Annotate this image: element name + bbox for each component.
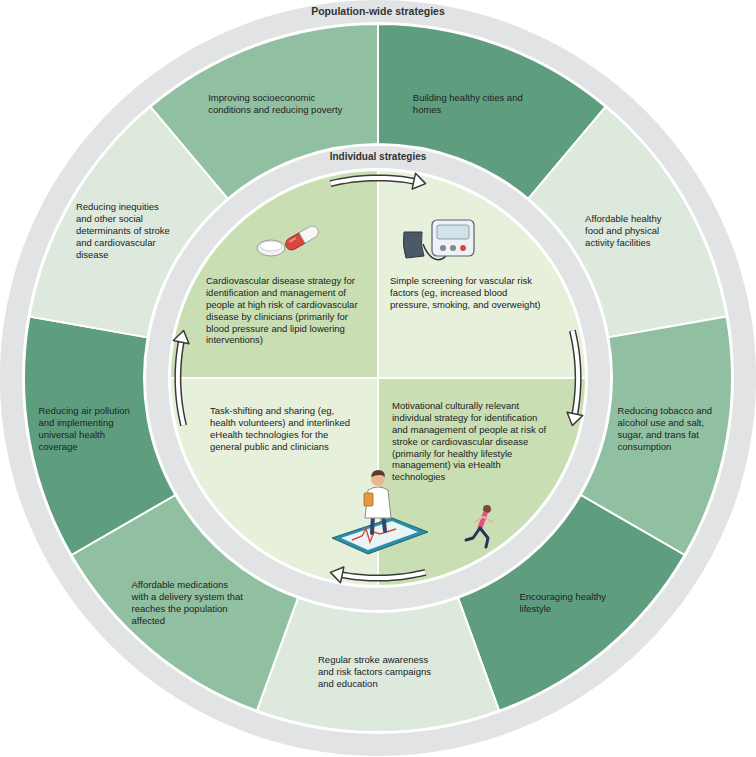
pill-icon — [257, 224, 321, 256]
text-holder: Affordable medications with a delivery s… — [132, 579, 247, 627]
ring-heading: Population-wide strategies — [228, 5, 528, 18]
segment-text: Reducing air pollution and implementing … — [38, 405, 138, 453]
individual-strategy-quadrant: Task-shifting and sharing (eg, health vo… — [170, 378, 378, 586]
text-holder: Regular stroke awareness and risk factor… — [318, 654, 438, 690]
text-holder: Cardiovascular disease strategy for iden… — [206, 275, 368, 346]
arrow-head — [330, 567, 343, 583]
arrow-body — [330, 178, 413, 184]
individual-strategy-quadrant: Cardiovascular disease strategy for iden… — [170, 170, 378, 378]
runner-figure — [466, 505, 492, 547]
quadrant-text: Motivational culturally relevant individ… — [392, 400, 552, 483]
arrow-outline — [572, 330, 578, 413]
segment-text: Reducing inequities and other social det… — [76, 201, 171, 260]
segment-text: Regular stroke awareness and risk factor… — [318, 654, 438, 690]
segment-text: Affordable medications with a delivery s… — [132, 579, 247, 627]
text-holder: Reducing tobacco and alcohol use and sal… — [618, 405, 718, 453]
individual-strategy-quadrant-outline — [170, 170, 378, 378]
segment-text: Improving socioeconomic conditions and r… — [208, 92, 348, 116]
individual-strategy-quadrant: Motivational culturally relevant individ… — [378, 378, 586, 586]
arrow-head — [173, 330, 189, 343]
population-strategy-segment-outline — [257, 598, 499, 732]
arrow-body — [342, 572, 425, 578]
arrow-body — [178, 342, 184, 425]
band-heading: Individual strategies — [268, 151, 488, 164]
quadrant-text: Task-shifting and sharing (eg, health vo… — [210, 405, 358, 453]
text-holder: Reducing air pollution and implementing … — [38, 405, 138, 453]
text-holder: Simple screening for vascular risk facto… — [390, 275, 545, 311]
arrow-head — [412, 173, 425, 189]
arrow-body — [572, 330, 578, 413]
text-holder: Task-shifting and sharing (eg, health vo… — [210, 405, 358, 453]
individual-strategy-quadrant-outline — [378, 378, 586, 586]
doctor-with-tablet-figure — [332, 470, 428, 554]
text-holder: Reducing inequities and other social det… — [76, 201, 171, 260]
arrow-outline — [330, 178, 413, 184]
text-holder: Motivational culturally relevant individ… — [392, 400, 552, 483]
arrow-outline — [342, 572, 425, 578]
text-holder: Population-wide strategies — [228, 5, 528, 18]
text-holder: Improving socioeconomic conditions and r… — [208, 92, 348, 116]
individual-strategy-quadrant-outline — [378, 170, 586, 378]
individual-strategy-band-outline — [146, 146, 610, 610]
individual-strategy-quadrant-shape — [378, 170, 586, 378]
blood-pressure-monitor-icon — [403, 220, 474, 260]
cycle-arrow — [173, 330, 189, 425]
cycle-arrow — [330, 567, 425, 583]
individual-strategy-quadrant-outline — [170, 378, 378, 586]
individual-strategy-quadrant: Simple screening for vascular risk facto… — [378, 170, 586, 378]
segment-text: Building healthy cities and homes — [413, 92, 543, 116]
cycle-arrow — [330, 173, 425, 189]
text-holder: Encouraging healthy lifestyle — [519, 591, 614, 615]
arrow-head — [567, 412, 583, 425]
cycle-arrow — [567, 330, 583, 425]
text-holder: Individual strategies — [268, 151, 488, 164]
segment-text: Affordable healthy food and physical act… — [585, 213, 680, 249]
segment-text: Encouraging healthy lifestyle — [519, 591, 614, 615]
quadrant-text: Cardiovascular disease strategy for iden… — [206, 275, 368, 346]
individual-strategy-quadrant-shape — [170, 170, 378, 378]
segment-text: Reducing tobacco and alcohol use and sal… — [618, 405, 718, 453]
quadrant-text: Simple screening for vascular risk facto… — [390, 275, 545, 311]
text-holder: Building healthy cities and homes — [413, 92, 543, 116]
text-holder: Affordable healthy food and physical act… — [585, 213, 680, 249]
arrow-outline — [178, 342, 184, 425]
